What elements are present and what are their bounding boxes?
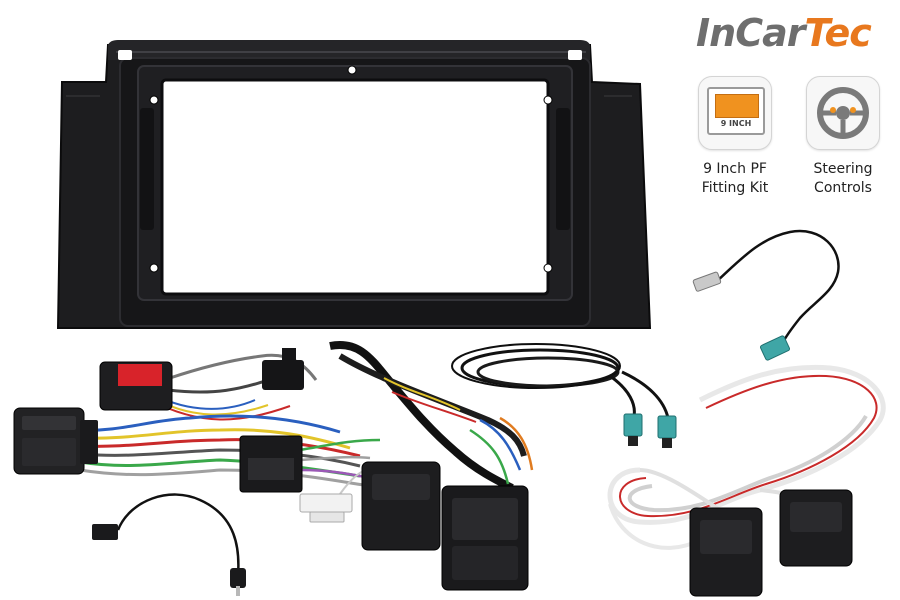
feature-caption: 9 Inch PF Fitting Kit: [680, 160, 790, 198]
steering-wheel-graphic: [817, 87, 869, 139]
feature-caption-line2: Fitting Kit: [701, 180, 769, 196]
icon-size-label: 9 INCH: [720, 119, 752, 128]
fascia-panel: [56, 40, 652, 329]
quadlock-connector-center: [361, 461, 529, 591]
feature-caption-line2: Controls: [814, 180, 872, 196]
aux-jack-lead: [92, 493, 246, 596]
extension-harness: [607, 364, 886, 597]
feature-caption-line1: 9 Inch PF: [703, 161, 767, 177]
feature-steering-controls: Steering Controls: [788, 76, 898, 198]
screen-9inch-icon: 9 INCH: [698, 76, 772, 150]
brand-logo-part1: InCar: [696, 11, 805, 55]
brand-logo: InCarTec: [696, 8, 872, 58]
wiring-loom-center: [329, 340, 534, 492]
feature-caption: Steering Controls: [788, 160, 898, 198]
aerial-adapter: [692, 229, 840, 361]
interface-block-connector: [239, 435, 381, 493]
brand-logo-part2: Tec: [804, 11, 871, 55]
steering-wheel-icon: [806, 76, 880, 150]
white-pin-connector: [299, 467, 373, 523]
fakra-antenna-loom: [451, 343, 677, 448]
steering-interface-box: [99, 348, 318, 421]
feature-caption-line1: Steering: [813, 161, 873, 177]
feature-fitting-kit: 9 INCH 9 Inch PF Fitting Kit: [680, 76, 790, 198]
